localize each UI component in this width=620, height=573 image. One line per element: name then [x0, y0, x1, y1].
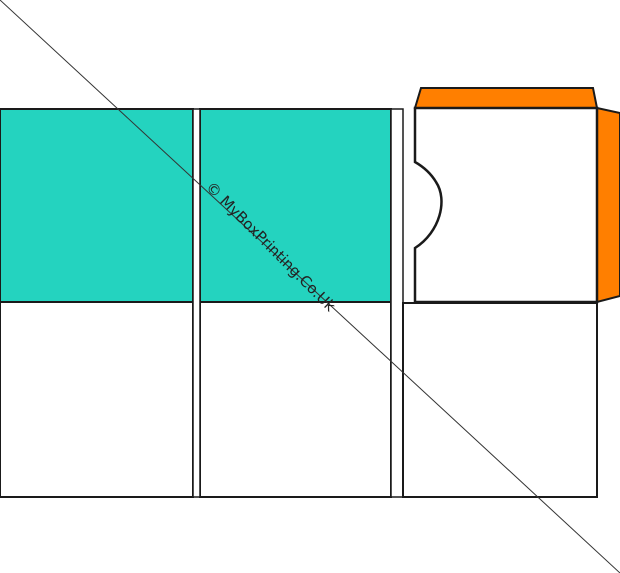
- flap-side: [596, 106, 620, 304]
- gap-strip-1: [192, 108, 201, 498]
- panel-1-bottom: [0, 301, 194, 498]
- gap-strip-2: [390, 108, 404, 498]
- panel-3-top-thumbnotch: [413, 106, 599, 304]
- flap-top: [413, 87, 599, 109]
- panel-1-top: [0, 108, 194, 303]
- panel-2-bottom: [199, 301, 392, 498]
- panel-3-bottom: [402, 302, 598, 498]
- panel-2-top: [199, 108, 392, 303]
